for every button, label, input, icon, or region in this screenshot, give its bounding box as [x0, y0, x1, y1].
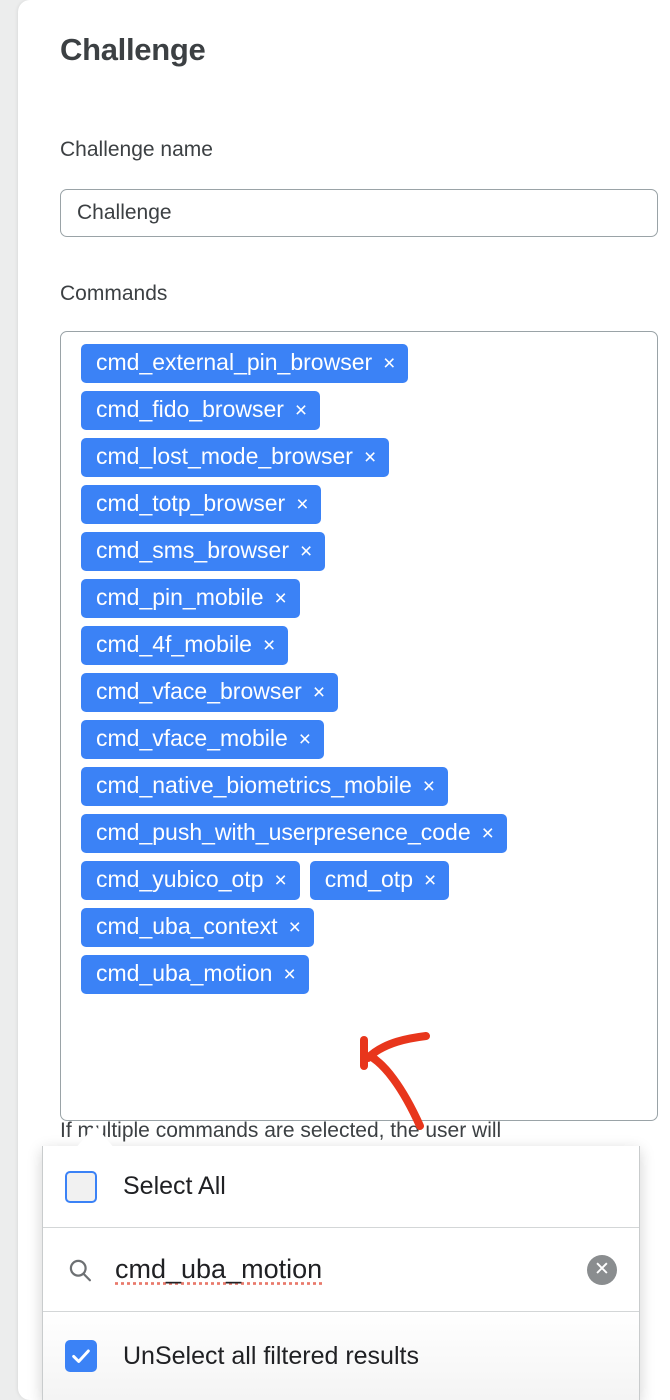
clear-search-icon[interactable]: ✕	[587, 1254, 617, 1285]
command-chip[interactable]: cmd_external_pin_browser ×	[81, 344, 409, 383]
command-chip-label: cmd_vface_browser	[96, 678, 302, 704]
dropdown-row-select-all[interactable]: Select All	[43, 1146, 639, 1228]
search-icon	[65, 1255, 95, 1285]
command-chip-label: cmd_pin_mobile	[96, 584, 264, 610]
command-chip-label: cmd_fido_browser	[96, 396, 284, 422]
dropdown-caret-icon	[75, 1125, 115, 1149]
command-chip-row: cmd_vface_browser ×	[81, 673, 647, 712]
command-chip[interactable]: cmd_otp ×	[309, 861, 450, 900]
command-chip-row: cmd_pin_mobile ×	[81, 579, 647, 618]
challenge-name-input[interactable]	[60, 189, 658, 237]
unselect-all-filtered-label: UnSelect all filtered results	[123, 1341, 419, 1370]
command-chip-label: cmd_uba_context	[96, 913, 278, 939]
command-chip-label: cmd_totp_browser	[96, 490, 286, 516]
dropdown-row-unselect-all[interactable]: UnSelect all filtered results	[43, 1312, 639, 1400]
command-chip-label: cmd_uba_motion	[96, 960, 273, 986]
select-all-label: Select All	[123, 1172, 226, 1200]
remove-chip-icon[interactable]: ×	[288, 915, 301, 939]
remove-chip-icon[interactable]: ×	[383, 351, 396, 375]
command-chip-row: cmd_push_with_userpresence_code ×	[81, 814, 647, 853]
command-chip-row: cmd_native_biometrics_mobile ×	[81, 767, 647, 806]
select-all-checkbox[interactable]	[65, 1170, 97, 1203]
remove-chip-icon[interactable]: ×	[274, 586, 287, 610]
commands-label: Commands	[60, 282, 168, 305]
command-chip-label: cmd_lost_mode_browser	[96, 443, 353, 469]
unselect-all-filtered-checkbox[interactable]	[65, 1340, 97, 1372]
command-chip-row: cmd_uba_motion ×	[81, 955, 647, 994]
remove-chip-icon[interactable]: ×	[300, 539, 313, 563]
command-chip-row: cmd_uba_context ×	[81, 908, 647, 947]
remove-chip-icon[interactable]: ×	[294, 398, 308, 422]
page-title: Challenge	[60, 32, 206, 67]
command-chip[interactable]: cmd_4f_mobile ×	[81, 626, 289, 665]
command-chip[interactable]: cmd_pin_mobile ×	[81, 579, 300, 618]
remove-chip-icon[interactable]: ×	[422, 774, 436, 798]
remove-chip-icon[interactable]: ×	[274, 868, 287, 892]
command-chip[interactable]: cmd_vface_browser ×	[81, 673, 339, 712]
command-chip-row: cmd_fido_browser ×	[81, 391, 647, 430]
remove-chip-icon[interactable]: ×	[312, 680, 326, 704]
remove-chip-icon[interactable]: ×	[296, 492, 309, 516]
remove-chip-icon[interactable]: ×	[363, 445, 377, 469]
command-chip[interactable]: cmd_totp_browser ×	[81, 485, 322, 524]
command-chip-label: cmd_sms_browser	[96, 537, 289, 563]
command-chip-row: cmd_vface_mobile ×	[81, 720, 647, 759]
command-chip-list: cmd_external_pin_browser×cmd_fido_browse…	[81, 344, 647, 994]
command-chip-row: cmd_4f_mobile ×	[81, 626, 647, 665]
remove-chip-icon[interactable]: ×	[283, 962, 296, 986]
challenge-name-label: Challenge name	[60, 138, 213, 161]
command-chip-row: cmd_lost_mode_browser ×	[81, 438, 647, 477]
commands-helper-text: If multiple commands are selected, the u…	[60, 1119, 502, 1142]
command-chip-label: cmd_external_pin_browser	[96, 349, 373, 375]
command-chip[interactable]: cmd_push_with_userpresence_code ×	[81, 814, 507, 853]
command-chip-label: cmd_vface_mobile	[96, 725, 288, 751]
command-chip[interactable]: cmd_native_biometrics_mobile ×	[81, 767, 449, 806]
command-chip-label: cmd_push_with_userpresence_code	[96, 819, 471, 845]
command-chip-label: cmd_yubico_otp	[96, 866, 264, 892]
commands-dropdown-panel: Select All cmd_uba_motion ✕ UnSelect all…	[42, 1146, 640, 1400]
command-chip[interactable]: cmd_sms_browser ×	[81, 532, 326, 571]
command-chip-label: cmd_4f_mobile	[96, 631, 252, 657]
remove-chip-icon[interactable]: ×	[481, 821, 494, 845]
command-chip[interactable]: cmd_uba_motion ×	[81, 955, 309, 994]
command-chip[interactable]: cmd_yubico_otp ×	[81, 861, 300, 900]
command-chip-row: cmd_external_pin_browser ×	[81, 344, 647, 383]
command-chip-label: cmd_native_biometrics_mobile	[96, 772, 412, 798]
command-chip[interactable]: cmd_lost_mode_browser ×	[81, 438, 390, 477]
remove-chip-icon[interactable]: ×	[262, 633, 276, 657]
command-chip[interactable]: cmd_fido_browser ×	[81, 391, 321, 430]
command-chip-row: cmd_totp_browser ×	[81, 485, 647, 524]
commands-multiselect-box[interactable]: cmd_external_pin_browser×cmd_fido_browse…	[60, 331, 658, 1121]
command-chip-row: cmd_yubico_otp × cmd_otp ×	[81, 861, 647, 900]
command-search-input[interactable]: cmd_uba_motion	[115, 1254, 323, 1284]
dropdown-row-search[interactable]: cmd_uba_motion ✕	[43, 1228, 639, 1312]
command-chip[interactable]: cmd_uba_context ×	[81, 908, 314, 947]
command-chip-row: cmd_sms_browser ×	[81, 532, 647, 571]
remove-chip-icon[interactable]: ×	[298, 727, 312, 751]
command-chip-label: cmd_otp	[324, 866, 413, 892]
remove-chip-icon[interactable]: ×	[423, 868, 437, 892]
command-chip[interactable]: cmd_vface_mobile ×	[81, 720, 325, 759]
